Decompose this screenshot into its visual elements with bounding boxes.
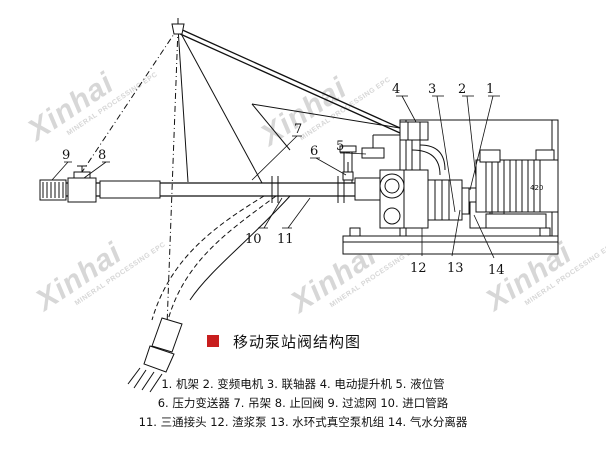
legend-line-3: 11. 三通接头 12. 渣浆泵 13. 水环式真空泵机组 14. 气水分离器 <box>138 415 468 429</box>
callout-8: 8 <box>98 148 106 163</box>
title-marker <box>207 335 219 347</box>
filter-screen <box>39 179 67 201</box>
callout-leaders <box>51 95 500 259</box>
callout-12: 12 <box>410 261 427 276</box>
callout-3: 3 <box>428 82 436 97</box>
callout-7: 7 <box>294 122 302 137</box>
liquid-level-pipe <box>361 134 420 159</box>
suction-head <box>127 317 183 393</box>
variable-frequency-motor <box>475 149 559 229</box>
callout-14: 14 <box>488 263 505 278</box>
callout-4: 4 <box>392 82 400 97</box>
callout-9: 9 <box>62 148 70 163</box>
callout-2: 2 <box>458 82 466 97</box>
pump-station-drawing: 420 1 2 3 4 5 6 7 8 9 10 11 12 13 14 <box>39 18 559 330</box>
pressure-transmitter <box>342 162 354 181</box>
diagram-title: 移动泵站阀结构图 <box>207 329 361 353</box>
callout-10: 10 <box>245 232 262 247</box>
crane-boom <box>171 18 401 184</box>
slurry-pump <box>379 169 463 229</box>
callout-6: 6 <box>310 144 318 159</box>
base-skid <box>342 227 559 255</box>
callout-5: 5 <box>336 139 344 154</box>
legend-line-1: 1. 机架 2. 变频电机 3. 联轴器 4. 电动提升机 5. 液位管 <box>161 377 445 391</box>
legend-line-2: 6. 压力变送器 7. 吊架 8. 止回阀 9. 过滤网 10. 进口管路 <box>157 396 449 410</box>
callout-13: 13 <box>447 261 464 276</box>
motor-nameplate: 420 <box>530 184 543 192</box>
main-pipe <box>66 176 360 203</box>
electric-hoist <box>399 121 429 141</box>
check-valve <box>67 165 97 203</box>
callout-1: 1 <box>486 82 494 97</box>
inlet-hose <box>151 195 291 321</box>
discharge-pipe <box>411 140 446 176</box>
title-text: 移动泵站阀结构图 <box>233 332 362 351</box>
callout-11: 11 <box>277 232 294 247</box>
